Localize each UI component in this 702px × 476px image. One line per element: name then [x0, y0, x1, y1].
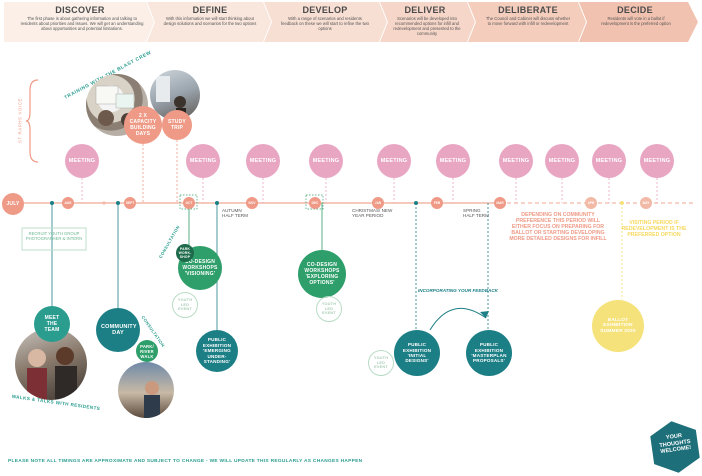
phase-desc-decide: Residents will vote in a ballot if redev… [601, 16, 671, 26]
co-design-workshops-2: CO-DESIGN WORKSHOPS 'EXPLORING OPTIONS' [298, 250, 346, 298]
month-july: JULY [2, 193, 24, 215]
public-exhibition-3-sub: 'MASTERPLAN PROPOSALS' [471, 353, 507, 364]
christmas-period: CHRISTMAS/ NEW YEAR PERIOD [352, 208, 393, 219]
phase-title-decide: DECIDE [617, 5, 653, 15]
youth-led-event-1: YOUTH LED EVENT [172, 292, 198, 318]
phase-arrow-define [147, 2, 271, 42]
month-nov: NOV [246, 197, 258, 209]
walks-photo-art [27, 347, 77, 400]
visiting-note: VISITING PERIOD IF REDEVELOPMENT IS THE … [621, 220, 687, 238]
public-exhibition-3: PUBLIC EXHIBITION 'MASTERPLAN PROPOSALS' [466, 330, 512, 376]
month-apr: APR [585, 197, 597, 209]
park-walk-circle: PARK/ RIVER WALK [136, 340, 158, 362]
month-july-label: JULY [6, 201, 20, 207]
park-workshop-circle: PARK WORK-SHOP [176, 244, 194, 262]
public-exhibition-2: PUBLIC EXHIBITION 'INITIAL DESIGNS' [394, 330, 440, 376]
phase-title-deliver: DELIVER [404, 5, 446, 15]
deliberate-note: DEPENDING ON COMMUNITY PREFERENCE THIS P… [509, 212, 607, 242]
co-design-workshops-1-sub: 'VISIONING' [184, 271, 216, 277]
meet-team-circle: MEET THE TEAM [34, 306, 70, 342]
co-design-workshops-1-title: CO-DESIGN WORKSHOPS [182, 259, 218, 271]
meet-team-label: MEET THE TEAM [44, 315, 60, 333]
community-day-label: COMMUNITY DAY [101, 323, 137, 337]
meeting-5: MEETING [377, 144, 411, 178]
public-exhibition-2-sub: 'INITIAL DESIGNS' [405, 353, 429, 364]
public-exhibition-3-title: PUBLIC EXHIBITION [474, 342, 504, 353]
meeting-10: MEETING [640, 144, 674, 178]
meeting-8: MEETING [545, 144, 579, 178]
phase-title-define: DEFINE [192, 5, 228, 15]
month-jan: JAN [372, 197, 384, 209]
meeting-4: MEETING [309, 144, 343, 178]
park-walk-photo [118, 362, 174, 418]
youth-led-event-2: YOUTH LED EVENT [316, 296, 342, 322]
ballot-exhibition-circle: BALLOT EXHIBITION SUMMER 2020 [592, 300, 644, 352]
capacity-building-label: 2 X CAPACITY BUILDING DAYS [129, 113, 157, 137]
park-walk-photo-art [144, 381, 160, 418]
public-exhibition-1: PUBLIC EXHIBITION 'EMERGING UNDER-STANDI… [196, 330, 238, 372]
study-trip-circle: STUDY TRIP [162, 110, 192, 140]
co-design-workshops-2-title: CO-DESIGN WORKSHOPS [304, 262, 340, 274]
month-may: MAY [640, 197, 652, 209]
thoughts-hexagon[interactable] [650, 420, 700, 474]
phase-title-deliberate: DELIBERATE [498, 5, 558, 15]
meeting-9: MEETING [592, 144, 626, 178]
phase-title-discover: DISCOVER [55, 5, 105, 15]
public-exhibition-2-title: PUBLIC EXHIBITION [402, 342, 432, 353]
public-exhibition-1-sub: 'EMERGING UNDER-STANDING' [203, 348, 231, 365]
meeting-7: MEETING [499, 144, 533, 178]
meeting-3: MEETING [246, 144, 280, 178]
youth-led-event-1-label: YOUTH LED EVENT [177, 298, 193, 312]
youth-led-event-2-label: YOUTH LED EVENT [321, 302, 337, 316]
phase-banner [4, 2, 698, 42]
phase-title-develop: DEVELOP [302, 5, 348, 15]
month-sept: SEPT [124, 197, 136, 209]
phase-arrow-deliberate [468, 2, 586, 42]
meeting-1: MEETING [65, 144, 99, 178]
co-design-workshops-2-sub: 'EXPLORING OPTIONS' [305, 274, 339, 286]
month-feb: FEB [431, 197, 443, 209]
phase-desc-deliver: Scenarios will be developed into recomme… [393, 16, 461, 36]
phase-desc-discover: The first phase is about gathering infor… [20, 16, 144, 31]
phase-desc-develop: With a range of scenarios and residents … [281, 16, 369, 31]
meeting-2: MEETING [186, 144, 220, 178]
left-brace [26, 79, 39, 163]
study-trip-label: STUDY TRIP [168, 119, 186, 131]
autumn-half-term: AUTUMN HALF TERM [222, 208, 248, 219]
phase-arrow-deliver [380, 2, 475, 42]
month-aug: AUG [62, 197, 74, 209]
phase-desc-define: With this information we will start thin… [163, 16, 257, 26]
youth-led-event-3: YOUTH LED EVENT [368, 350, 394, 376]
park-walk-label: PARK/ RIVER WALK [140, 343, 154, 359]
youth-led-event-3-label: YOUTH LED EVENT [373, 356, 389, 370]
capacity-building-circle: 2 X CAPACITY BUILDING DAYS [124, 106, 162, 144]
footer-note: PLEASE NOTE ALL TIMINGS ARE APPROXIMATE … [8, 459, 363, 464]
incorporating-feedback-label: INCORPORATING YOUR FEEDBACK [418, 288, 498, 293]
recruit-label: RECRUIT YOUTH GROUP PHOTOGRAPHER & INTER… [25, 231, 83, 241]
phase-arrow-develop [264, 2, 387, 42]
phase-arrow-decide [579, 2, 698, 42]
month-oct: OCT [183, 197, 195, 209]
month-dec: DEC [309, 197, 321, 209]
park-workshop-label: PARK WORK-SHOP [178, 247, 192, 259]
phase-arrow-discover [4, 2, 154, 42]
community-day-circle: COMMUNITY DAY [96, 308, 140, 352]
phase-desc-deliberate: The Council and Cabinet will discuss whe… [485, 16, 571, 26]
ballot-exhibition-label: BALLOT EXHIBITION SUMMER 2020 [600, 317, 636, 334]
public-exhibition-1-title: PUBLIC EXHIBITION [202, 337, 232, 348]
spring-half-term: SPRING HALF TERM [463, 208, 489, 219]
month-mar: MAR [494, 197, 506, 209]
meeting-6: MEETING [436, 144, 470, 178]
